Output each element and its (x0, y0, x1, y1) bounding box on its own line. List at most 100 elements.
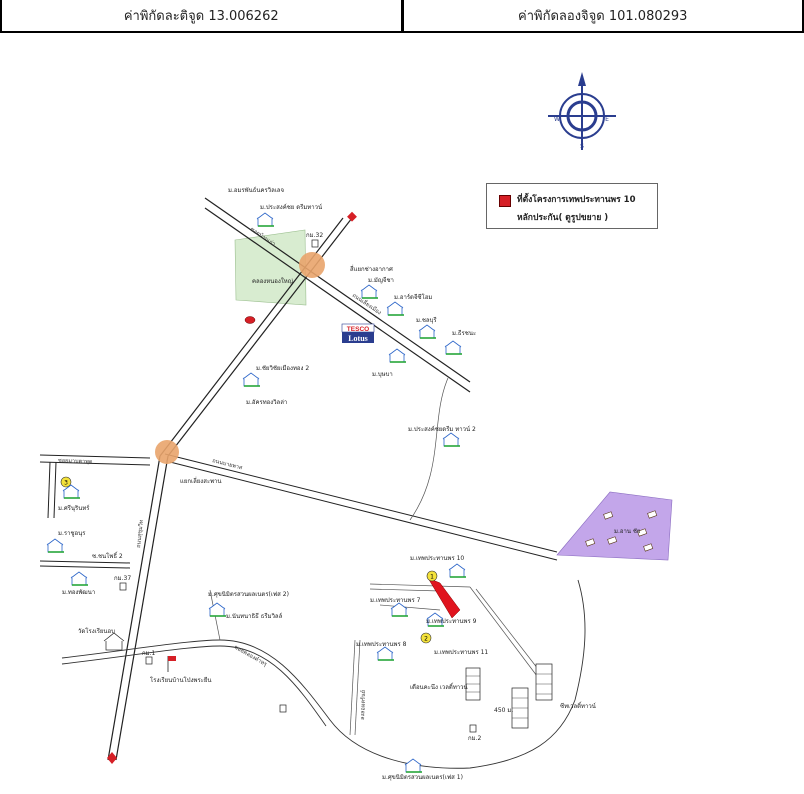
numbered-marker-3: 3 (60, 476, 72, 488)
house-icon (444, 340, 462, 355)
landmark-icon (244, 316, 256, 324)
map-label: แยกเลี่ยงสะพาน (180, 477, 222, 485)
map-label: เดือนคะนึง เวลติ์ทาวน์ (410, 682, 468, 691)
house-icon (418, 324, 436, 339)
map-label: คลองหนองใหญ่ (252, 277, 293, 285)
map-label: ม.ชลบุรี (416, 316, 437, 324)
house-icon (390, 602, 408, 617)
map-label: กม.32 (306, 232, 323, 239)
numbered-marker-2: 2 (420, 632, 432, 644)
legend-subtitle: หลักประกัน( ดูรูปขยาย ) (517, 213, 609, 223)
map-label: ม.ศุขนิมิตรสวนผลเนตร(เฟส 2) (208, 591, 289, 598)
house-icon (386, 301, 404, 316)
svg-text:E: E (605, 116, 609, 123)
house-icon (448, 563, 466, 578)
bypass-road (164, 453, 558, 561)
house-icon (256, 212, 274, 227)
map-label: ซ.ชนโพธิ์ 2 (92, 551, 123, 560)
map-label: กม.1 (142, 650, 155, 657)
house-icon (442, 432, 460, 447)
tesco-lotus-logo: TESCO Lotus (341, 323, 375, 343)
road-label: ลงลอมตรันย์ (359, 690, 367, 720)
crossing-road (204, 197, 471, 393)
map-label: ม.นันทนาธิธี ธรีมวิลล์ (226, 612, 283, 620)
map-label: ม.อัครทองวิลล่า (246, 399, 287, 406)
tower-buildings (465, 663, 553, 729)
temple-icon (103, 632, 125, 651)
map-label: ม.ประสงค์ชยดรีม ทาวน์ 2 (408, 425, 476, 433)
numbered-marker-1: 1 (426, 570, 438, 582)
map-label: โรงเรียนบ้านโป่งพระยืน (150, 676, 212, 684)
house-icon (208, 602, 226, 617)
map-label: ม.เทพประทานพร 11 (434, 649, 488, 656)
map-label: วัดโรงเรียนอบ (78, 627, 115, 635)
map-label: ม.อาร์ดจีซีโฮม (394, 293, 432, 301)
map-label: ม.ศรีนุรินทร์ (58, 504, 90, 512)
map-label: ม.ศุขนิมิตรสวนผลเนตร(เฟส 1) (382, 774, 463, 781)
svg-text:Lotus: Lotus (348, 334, 368, 343)
svg-text:2: 2 (424, 636, 428, 643)
house-icon (404, 758, 422, 773)
svg-text:1: 1 (430, 574, 434, 581)
svg-text:TESCO: TESCO (347, 326, 369, 333)
local-roads (209, 583, 546, 736)
map-label: ซีทเวลติ์ทาวน์ (560, 701, 596, 710)
svg-text:3: 3 (64, 480, 68, 487)
svg-text:W: W (554, 116, 560, 123)
svg-text:S: S (580, 143, 584, 150)
km-post-icons (119, 239, 477, 733)
map-label: ม.ราชูอนุร (58, 530, 86, 537)
house-icon (70, 571, 88, 586)
project-site-marker (427, 577, 461, 619)
legend-marker-icon (499, 195, 511, 207)
main-highway (107, 217, 353, 761)
latitude-label: ค่าพิกัดละติจูด 13.006262 (0, 0, 404, 31)
map-label: ม.เทพประทานพร 7 (370, 597, 421, 604)
house-icon (46, 538, 64, 553)
house-icons (46, 212, 466, 773)
map-label: ม.อมรพันธ์นครวิลเลจ (228, 186, 284, 194)
map-label: ม.ชัยวิชัยเมืองทอง 2 (256, 364, 309, 372)
map-label: กม.37 (114, 575, 131, 582)
map-label: ม.ธีรชนะ (452, 329, 476, 337)
house-icon (426, 612, 444, 627)
north-end-marker (347, 211, 357, 222)
park-area (234, 229, 307, 306)
map-label: ม.ประสงค์ชย ดรีมทาวน์ (260, 203, 322, 211)
flag-icon (167, 656, 176, 672)
south-end-marker (107, 752, 117, 764)
map-label: ม.เทพประทานพร 9 (426, 618, 477, 625)
compass-rose: N S E W (548, 72, 616, 150)
map-label: ม.มัญจีชา (368, 276, 394, 284)
house-icon (376, 646, 394, 661)
longitude-label: ค่าพิกัดลองจิจูด 101.080293 (404, 0, 804, 31)
roundabout-north (299, 252, 325, 278)
legend-title: ที่ตั้งโครงการเทพประทานพร 10 (517, 195, 636, 205)
roundabout-south (155, 440, 179, 464)
svg-text:N: N (580, 81, 585, 88)
map-legend: ที่ตั้งโครงการเทพประทานพร 10 หลักประกัน(… (486, 183, 658, 229)
zone-houses (585, 510, 658, 552)
map-label: ม.เทพประทานพร 10 (410, 555, 464, 562)
industrial-zone (556, 491, 673, 561)
map-labels: ม.อมรพันธ์นครวิลเลจ ม.ประสงค์ชย ดรีมทาวน… (58, 186, 641, 781)
branch-road (409, 377, 449, 521)
map-label: 450 ม. (494, 707, 513, 714)
map-label: ม.บุษบา (372, 371, 393, 378)
map-label: ม.ทองพัฒนา (62, 589, 95, 596)
map-label: กม.2 (468, 735, 481, 742)
map-label: ม.อาน ชัย (614, 528, 640, 535)
map-label: สี่แยกช่างอากาศ (350, 265, 393, 273)
west-road (39, 454, 151, 569)
house-icon (360, 284, 378, 299)
lower-road (61, 579, 586, 769)
road-label: ถนนสุขุมวิท (135, 519, 145, 548)
coordinate-header: ค่าพิกัดละติจูด 13.006262 ค่าพิกัดลองจิจ… (0, 0, 804, 33)
road-label: ซอยมาบตาพุด (58, 457, 93, 465)
road-label: ซอยคลองตำหรุ (233, 644, 268, 668)
house-icon (242, 372, 260, 387)
house-icon (388, 348, 406, 363)
map-label: ม.เทพประทานพร 8 (356, 641, 407, 648)
house-icon (62, 484, 80, 499)
location-map: 1 2 3 (39, 72, 673, 781)
